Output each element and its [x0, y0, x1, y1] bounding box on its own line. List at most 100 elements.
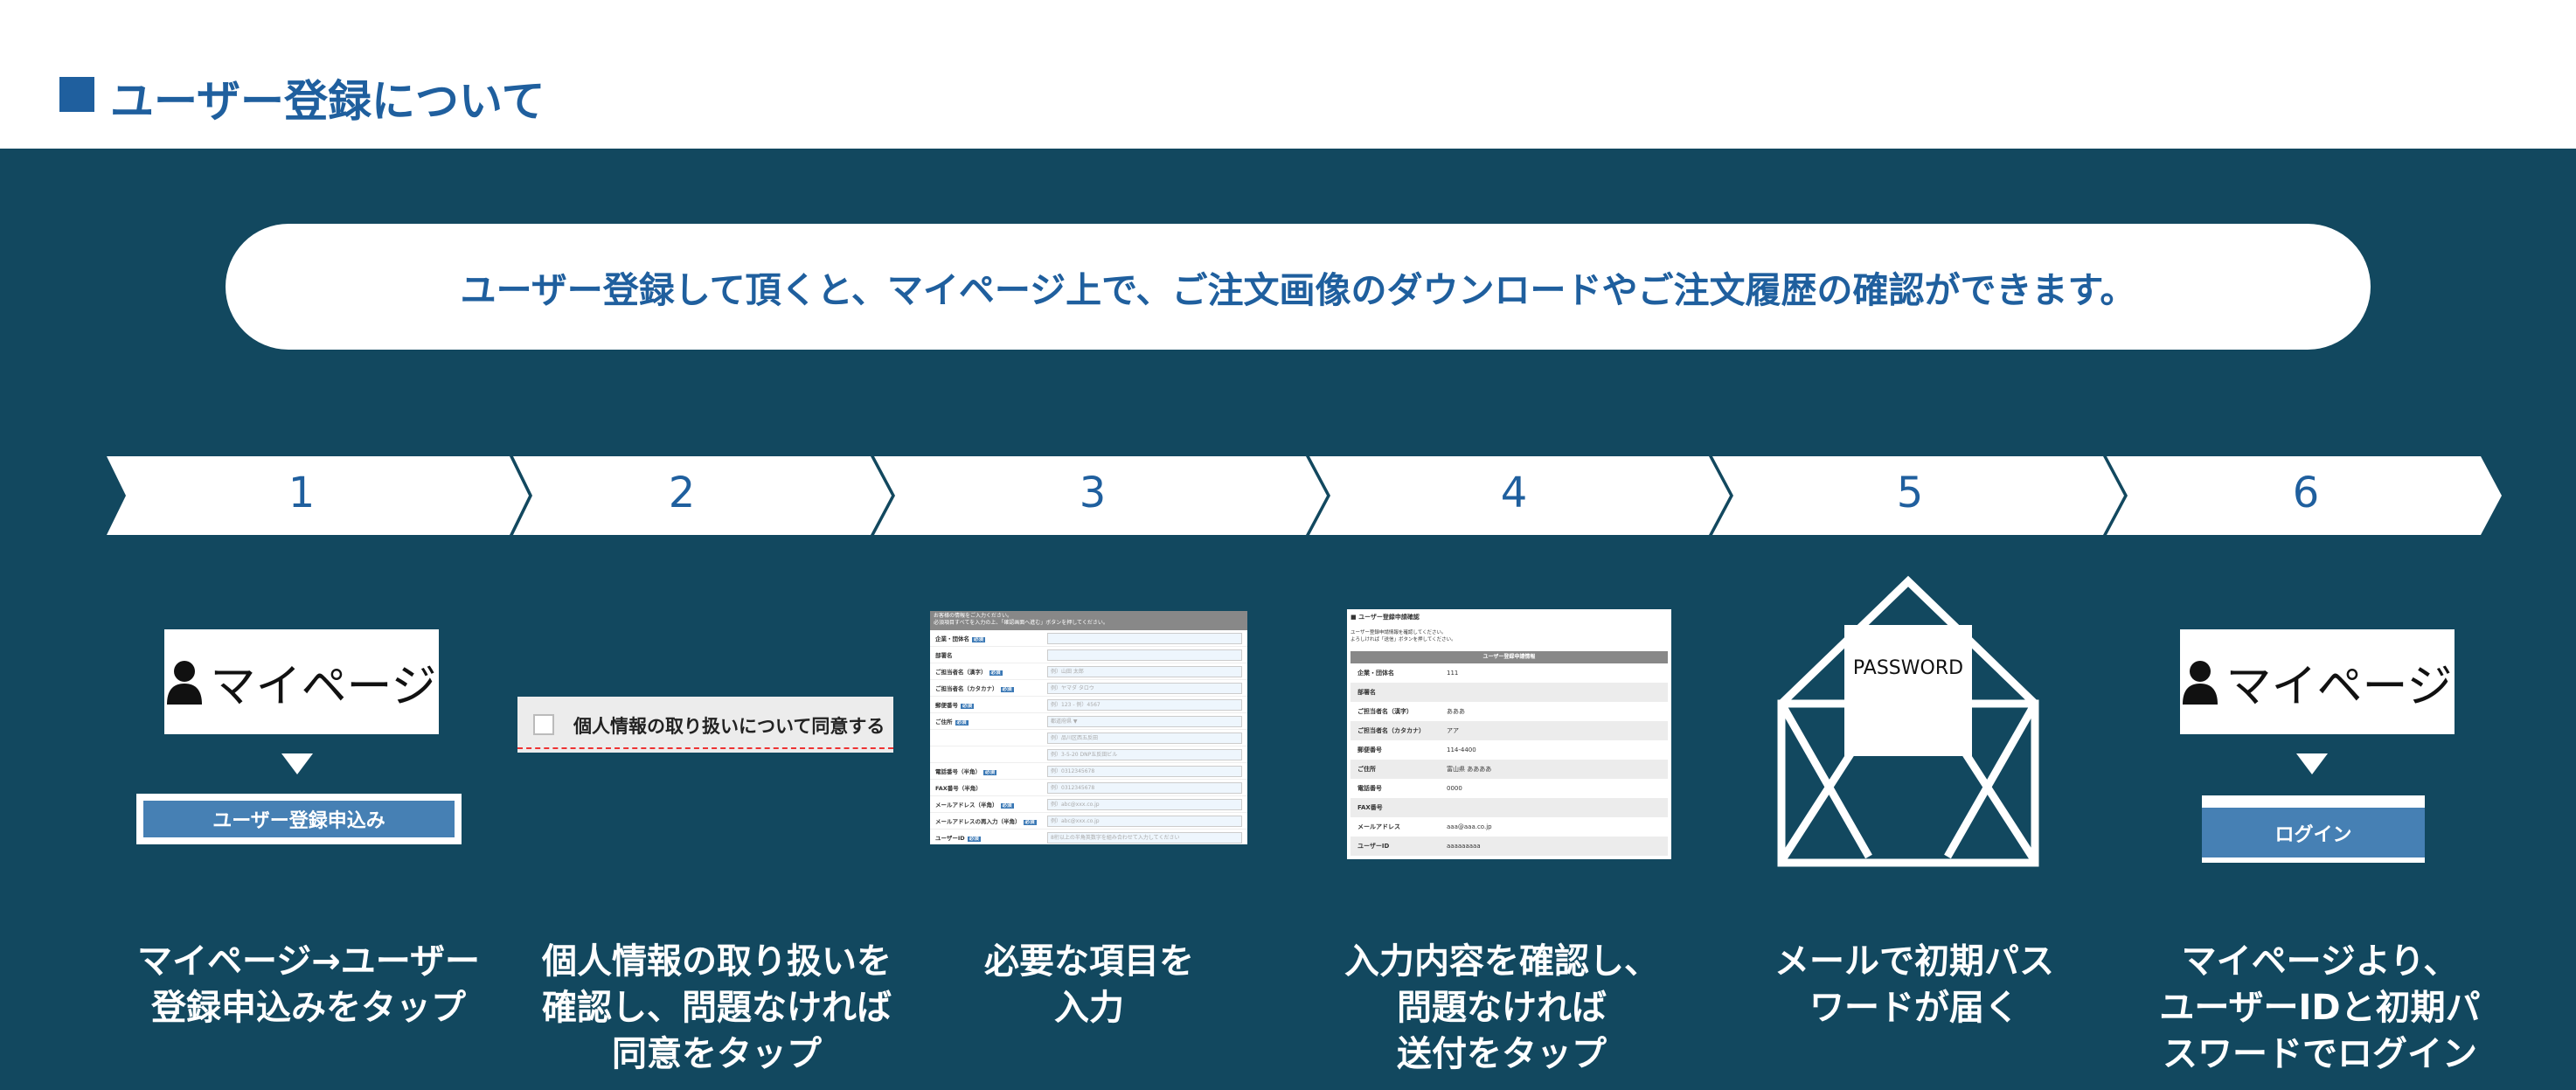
field-label-text: FAX番号（半角）	[935, 785, 982, 792]
form-input[interactable]: 例）0312345678	[1047, 765, 1242, 777]
caption-line: 登録申込みをタップ	[150, 988, 466, 1028]
consent-checkbox-row[interactable]: 個人情報の取り扱いについて同意する	[517, 697, 893, 753]
step6-caption: マイページより、ユーザーIDと初期パスワードでログイン	[2159, 939, 2480, 1078]
form-input[interactable]: 例）abc@xxx.co.jp	[1047, 815, 1242, 827]
field-label: ご住所必須	[935, 717, 1047, 726]
step-number: 1	[288, 469, 316, 517]
confirm-value: 0000	[1447, 785, 1462, 792]
confirm-value: 富山県 ああああ	[1447, 766, 1492, 773]
confirm-row: ご担当者名（漢字） あああ	[1350, 702, 1668, 721]
step5-caption: メールで初期パスワードが届く	[1774, 939, 2054, 1031]
step-number: 5	[1896, 469, 1924, 517]
caption-line: 問題なければ	[1397, 988, 1607, 1028]
step-number: 6	[2292, 469, 2320, 517]
confirm-value: アア	[1447, 727, 1459, 734]
caption-line: マイページ→ユーザー	[137, 941, 480, 982]
field-label-text: ユーザーID	[935, 835, 965, 842]
confirm-value: aaa@aaa.co.jp	[1447, 823, 1492, 830]
user-icon	[166, 661, 202, 705]
form-row: 例）品川区西五反田	[930, 730, 1247, 746]
required-badge: 必須	[972, 637, 986, 642]
form-input[interactable]	[1047, 649, 1242, 661]
caption-line: ユーザーIDと初期パ	[2159, 988, 2481, 1028]
chevron-step-2	[513, 456, 892, 535]
form-input[interactable]	[1047, 632, 1242, 644]
form-row: FAX番号（半角） 例）0312345678	[930, 780, 1247, 796]
title-square-icon	[59, 77, 94, 112]
required-badge: 必須	[989, 670, 1003, 676]
confirm-label: ご担当者名（漢字）	[1357, 708, 1413, 715]
required-badge: 必須	[983, 770, 997, 775]
form-input[interactable]: 8桁以上の半角英数字を組み合わせて入力してください	[1047, 831, 1242, 844]
field-label-text: 郵便番号	[935, 702, 958, 709]
form-input[interactable]: 都道府県 ▼	[1047, 715, 1242, 727]
form-input[interactable]: 例）ヤマダ タロウ	[1047, 682, 1242, 694]
confirm-label: ユーザーID	[1357, 843, 1390, 850]
field-label-text: 電話番号（半角）	[935, 768, 981, 775]
page-title: ユーザー登録について	[110, 76, 545, 127]
mypage-button[interactable]: マイページ	[164, 629, 439, 734]
caption-line: マイページより、	[2181, 941, 2459, 982]
confirm-label: ご担当者名（カタカナ）	[1357, 727, 1425, 734]
required-badge: 必須	[967, 837, 981, 842]
confirm-label: 部署名	[1357, 689, 1376, 696]
confirm-table-header: ユーザー登録申請情報	[1350, 651, 1668, 663]
field-label: FAX番号（半角）	[935, 783, 1047, 792]
required-badge: 必須	[1023, 820, 1037, 825]
password-letter: PASSWORD	[1852, 657, 1964, 679]
step1-caption: マイページ→ユーザー登録申込みをタップ	[137, 939, 480, 1031]
mypage-label: マイページ	[2225, 660, 2453, 713]
form-input[interactable]: 例）品川区西五反田	[1047, 732, 1242, 744]
confirm-value: 111	[1447, 670, 1459, 677]
field-label: 郵便番号必須	[935, 700, 1047, 709]
mypage-button[interactable]: マイページ	[2180, 629, 2454, 734]
field-label-text: 企業・団体名	[935, 635, 969, 642]
chevron-step-6	[2107, 456, 2502, 535]
form-row: 企業・団体名必須	[930, 630, 1247, 647]
caption-line: 同意をタップ	[612, 1034, 822, 1074]
confirm-row: FAX番号	[1350, 798, 1668, 817]
field-label: メールアドレスの再入力（半角）必須	[935, 816, 1047, 825]
form-input[interactable]: 例）123 - 例）4567	[1047, 698, 1242, 711]
step-number: 3	[1079, 469, 1107, 517]
required-badge: 必須	[1000, 803, 1014, 809]
confirm-row: 電話番号 0000	[1350, 779, 1668, 798]
confirmation-screenshot: ■ ユーザー登録申請確認 ユーザー登録申請情報を確認してください。 よろしければ…	[1347, 609, 1671, 859]
form-input[interactable]: 例）abc@xxx.co.jp	[1047, 798, 1242, 810]
step2-caption: 個人情報の取り扱いを確認し、問題なければ同意をタップ	[542, 939, 892, 1078]
form-row: メールアドレス（半角）必須例）abc@xxx.co.jp	[930, 796, 1247, 813]
form-row: 郵便番号必須例）123 - 例）4567	[930, 697, 1247, 713]
confirm-title: ■ ユーザー登録申請確認	[1350, 614, 1420, 621]
confirm-row: 郵便番号 114-4400	[1350, 740, 1668, 760]
confirm-label: 電話番号	[1357, 785, 1382, 792]
field-label-text: メールアドレスの再入力（半角）	[935, 818, 1021, 825]
required-badge: 必須	[961, 704, 975, 709]
cut-off-red-text	[517, 747, 893, 753]
form-input[interactable]: 例）山田 太郎	[1047, 665, 1242, 677]
chevron-step-5	[1712, 456, 2124, 535]
confirm-value: 114-4400	[1447, 746, 1476, 753]
form-notice: お客様の情報をご入力ください。 必須項目すべてを入力の上、「確認画面へ進む」ボタ…	[930, 611, 1247, 630]
confirm-row: メールアドレス aaa@aaa.co.jp	[1350, 817, 1668, 837]
button-label: ユーザー登録申込み	[143, 801, 455, 837]
confirm-notice: ユーザー登録申請情報を確認してください。 よろしければ「送信」ボタンを押してくだ…	[1350, 628, 1668, 642]
user-registration-apply-button[interactable]: ユーザー登録申込み	[136, 794, 462, 844]
required-badge: 必須	[955, 720, 969, 726]
form-input[interactable]: 例）0312345678	[1047, 781, 1242, 794]
confirm-label: 郵便番号	[1357, 746, 1382, 753]
confirm-value: あああ	[1447, 708, 1465, 715]
confirm-title-text: ユーザー登録申請確認	[1358, 614, 1420, 621]
login-button[interactable]: ログイン	[2202, 795, 2425, 863]
consent-checkbox[interactable]	[533, 714, 554, 735]
step-chevrons	[107, 456, 2502, 535]
consent-label: 個人情報の取り扱いについて同意する	[573, 716, 885, 737]
form-row: ご担当者名（カタカナ）必須例）ヤマダ タロウ	[930, 680, 1247, 697]
step-number: 4	[1500, 469, 1528, 517]
confirm-label: メールアドレス	[1357, 823, 1400, 830]
form-input[interactable]: 例）3-5-20 DNP五反田ビル	[1047, 748, 1242, 760]
field-label-text: ご担当者名（漢字）	[935, 669, 987, 676]
